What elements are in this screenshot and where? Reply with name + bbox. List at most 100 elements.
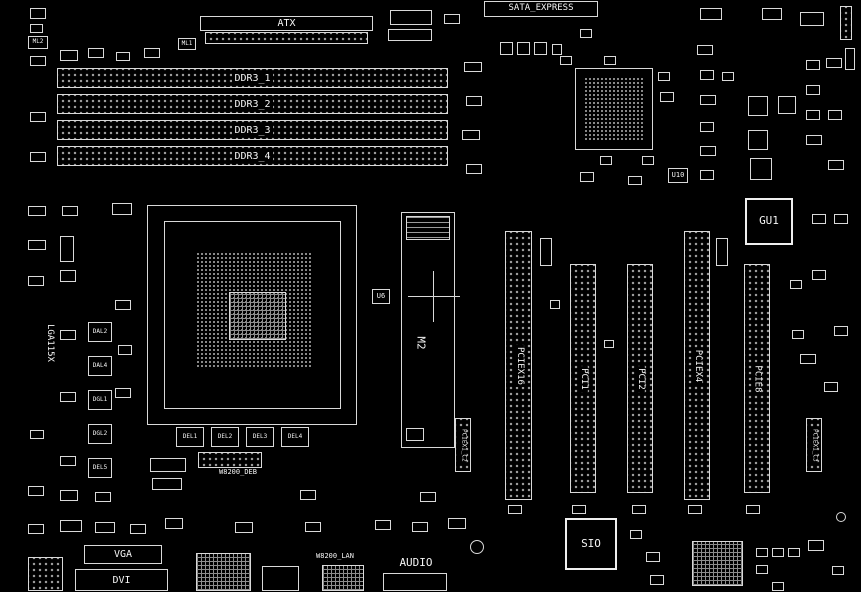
smd-part (466, 164, 482, 174)
header-left-label: PCIEX1_C2 (459, 426, 468, 464)
smd-part (30, 112, 46, 122)
pcie-x4-slot-label: PCIEX4 (692, 347, 703, 384)
smd-part (600, 156, 612, 165)
smd-part (28, 486, 44, 496)
cpu-socket-inner (164, 221, 341, 409)
smd-part (28, 524, 44, 534)
m2-connector (406, 216, 450, 240)
smd-part (826, 58, 842, 68)
smd-part (700, 170, 714, 180)
header-right: PCIEX1_C3 (806, 418, 822, 472)
smd-part (60, 490, 78, 501)
smd-part (118, 345, 132, 355)
smd-part (28, 276, 44, 286)
del-box-5-label: DEL5 (90, 463, 110, 472)
audio-section-label-label: AUDIO (397, 555, 435, 570)
chipset-outline (575, 68, 653, 150)
fiducial-cross-v (433, 271, 434, 322)
smd-part (88, 48, 104, 58)
atx-power-pins (205, 32, 368, 44)
dimm-slot-2: DDR3_2 (57, 94, 448, 114)
debug-header-label: W8200_DEB (202, 468, 274, 478)
cpu-socket-outline (147, 205, 357, 425)
smd-part (688, 505, 702, 514)
del-box-2-label: DEL2 (215, 432, 235, 441)
pci-slot-2-label: PCI2 (635, 365, 646, 392)
chipset-bga-pads (584, 77, 644, 141)
header-right-label: PCIEX1_C3 (810, 426, 819, 464)
debug-header-label-label: W8200_DEB (217, 468, 259, 477)
del-box-3-label: DEL3 (250, 432, 270, 441)
dvi-connector: DVI (75, 569, 168, 591)
pci-slot-2: PCI2 (627, 264, 653, 493)
dimm-slot-1-label: DDR3_1 (232, 72, 273, 84)
u10-chip-label: U10 (669, 170, 687, 180)
lan-chip-label: W8200_LAN (298, 551, 372, 562)
smd-part (444, 14, 460, 24)
smd-part (778, 96, 796, 114)
smd-part (746, 505, 760, 514)
smd-part (572, 505, 586, 514)
dimm-slot-4: DDR3_4 (57, 146, 448, 166)
smd-part (806, 60, 820, 70)
smd-part (832, 566, 844, 575)
ic-chip-2 (262, 566, 299, 591)
smd-part (632, 505, 646, 514)
smd-part (462, 130, 480, 140)
ml1-part-label: ML1 (179, 39, 195, 48)
smd-part (517, 42, 530, 55)
dgl-box-1-label: DGL1 (90, 395, 110, 404)
smd-part (112, 203, 132, 215)
smd-part (604, 340, 614, 348)
del-box-5: DEL5 (88, 458, 112, 478)
pci-slot-1-label: PCI1 (578, 365, 589, 392)
smd-part (165, 518, 183, 529)
del-box-3: DEL3 (246, 427, 274, 447)
smd-part (560, 56, 572, 65)
smd-part (95, 492, 111, 502)
smd-part (388, 29, 432, 41)
smd-part (834, 326, 848, 336)
smd-part (646, 552, 660, 562)
smd-part (534, 42, 547, 55)
smd-part (716, 238, 728, 266)
dal-box-1: DAL2 (88, 322, 112, 342)
smd-part (130, 524, 146, 534)
smd-part (700, 146, 716, 156)
fiducial-cross-h (408, 296, 460, 297)
smd-part (550, 300, 560, 309)
dgl-box-2-label: DGL2 (90, 429, 110, 438)
ml1-part: ML1 (178, 38, 196, 50)
pcie-x8-slot: PCIE8 (744, 264, 770, 493)
smd-part (772, 548, 784, 557)
atx-power-connector-label: ATX (275, 18, 298, 29)
smd-part (697, 45, 713, 55)
cpu-socket-label: LGA115X (40, 298, 58, 388)
smd-part (748, 96, 768, 116)
smd-part (630, 530, 642, 539)
pcie-x8-slot-label: PCIE8 (752, 362, 763, 395)
dal-box-2: DAL4 (88, 356, 112, 376)
smd-part (390, 10, 432, 25)
smd-part (466, 96, 482, 106)
smd-part (235, 522, 253, 533)
smd-part (580, 29, 592, 38)
smd-part (28, 240, 46, 250)
dgl-box-2: DGL2 (88, 424, 112, 444)
smd-part (750, 158, 772, 180)
del-box-1: DEL1 (176, 427, 204, 447)
sio-chip: SIO (565, 518, 617, 570)
smd-part (60, 520, 82, 532)
smd-part (748, 130, 768, 150)
smd-part (115, 388, 131, 398)
smd-part (800, 354, 816, 364)
smd-part (28, 206, 46, 216)
sata-express-connector: SATA_EXPRESS (484, 1, 598, 17)
dimm-slot-3-label: DDR3_3 (232, 124, 273, 136)
m2-screw-pad (406, 428, 424, 441)
mounting-hole-2 (836, 512, 846, 522)
smd-part (305, 522, 321, 532)
smd-part (806, 135, 822, 145)
smd-part (375, 520, 391, 530)
smd-part (540, 238, 552, 266)
